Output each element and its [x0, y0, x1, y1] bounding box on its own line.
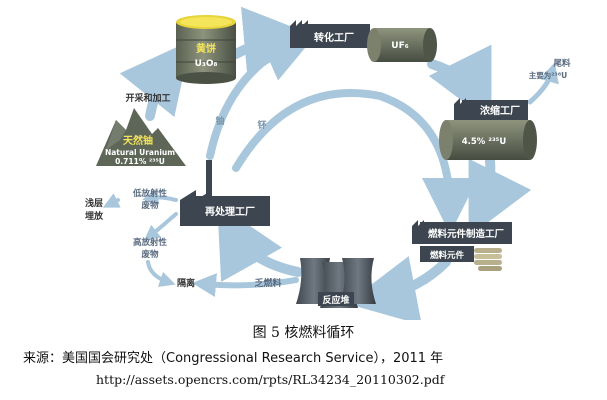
high-waste-line1: 高放射性	[133, 237, 168, 248]
enrichment-plant: 浓缩工厂 4.5% ²³⁵U	[439, 98, 537, 160]
enrichment-label: 浓缩工厂	[480, 104, 520, 117]
yellowcake-drum: 黄饼 U₃O₈	[176, 15, 236, 84]
arrow-lowwaste-to-shallow	[102, 193, 121, 208]
conversion-factory: 转化工厂	[290, 20, 370, 48]
arrow-mining-to-yellowcake	[119, 40, 191, 121]
fuel-rods-label: 燃料元件	[430, 250, 465, 261]
tails-label: 尾料	[552, 58, 571, 69]
fuel-fab-label: 燃料元件制造工厂	[428, 228, 505, 240]
source-url: http://assets.opencrs.com/rpts/RL34234_2…	[96, 372, 445, 387]
tails: 尾料 主要为²³⁸U	[529, 58, 571, 80]
source-line: 来源：美国国会研究处（Congressional Research Servic…	[23, 351, 444, 366]
arrow-reprocessing-to-highwaste	[143, 212, 178, 241]
plutonium-label: 钚	[257, 119, 266, 131]
arrow-plutonium-recycle	[232, 89, 478, 234]
isolation-label: 隔离	[177, 277, 195, 289]
reactor-label: 反应堆	[322, 294, 349, 306]
natural-uranium-mountain: 天然铀 Natural Uranium 0.711% ²³⁵U	[96, 108, 186, 166]
reactor: 反应堆	[296, 258, 376, 308]
yellowcake-label: 黄饼	[196, 42, 216, 55]
arrow-uranium-recycle	[206, 29, 318, 160]
yellowcake-formula: U₃O₈	[195, 59, 218, 69]
fuel-fabrication-plant: 燃料元件制造工厂 燃料元件	[412, 220, 512, 271]
arrow-spentfuel-to-isolation	[192, 273, 299, 297]
arrow-reactor-to-reprocessing	[217, 203, 303, 283]
arrow-reprocessing-to-lowwaste	[142, 188, 178, 205]
natural-uranium-en: Natural Uranium	[105, 148, 175, 157]
conversion-label: 转化工厂	[314, 31, 354, 44]
reprocessing-label: 再处理工厂	[205, 205, 255, 218]
natural-uranium-label: 天然铀	[123, 134, 153, 147]
figure-caption: 图 5 核燃料循环	[252, 325, 355, 341]
arrow-enrichment-to-tails	[527, 62, 559, 105]
mining-label: 开采和加工	[125, 92, 170, 104]
fuel-rods	[474, 248, 502, 271]
low-waste-line2: 废物	[141, 200, 159, 211]
low-waste-line1: 低放射性	[132, 188, 168, 199]
uranium-label: 铀	[215, 115, 224, 127]
high-waste-line2: 废物	[141, 249, 159, 260]
uf6-formula: UF₆	[391, 41, 408, 51]
fuel-cycle-diagram: 黄饼 U₃O₈ 转化工厂 UF₆ 尾料 主要为²³⁸U 浓缩工厂 4.5% ²³…	[85, 6, 571, 320]
natural-uranium-percent: 0.711% ²³⁵U	[115, 157, 165, 166]
arrow-fuelfab-to-reactor	[346, 256, 451, 320]
shallow-line2: 埋放	[85, 210, 104, 222]
shallow-line1: 浅层	[85, 197, 103, 209]
reprocessing-plant: 再处理工厂	[180, 160, 270, 226]
spent-fuel-label: 乏燃料	[254, 277, 281, 289]
flow-arrows	[102, 6, 559, 320]
arrow-enrichment-to-fuelfab	[468, 155, 532, 237]
arrow-conversion-to-enrichment	[427, 44, 492, 123]
arrow-highwaste-to-isolation	[146, 260, 176, 288]
uf6-tank: UF₆	[367, 28, 437, 62]
enrichment-percent: 4.5% ²³⁵U	[462, 137, 507, 147]
tails-sub: 主要为²³⁸U	[529, 70, 567, 80]
